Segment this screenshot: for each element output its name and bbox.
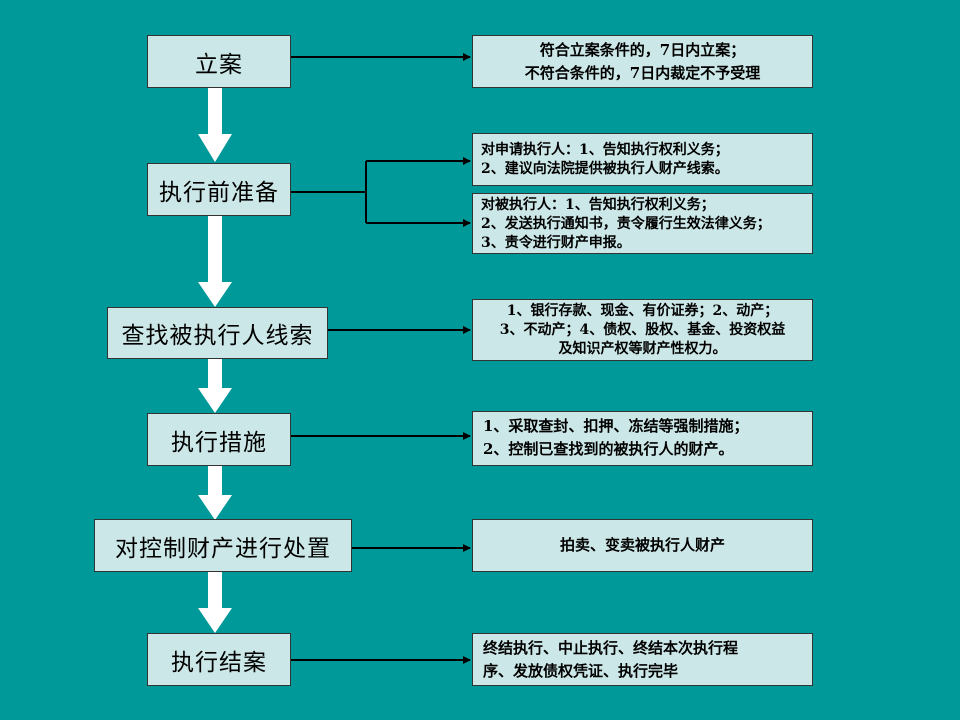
- note-closing-line-1: 终结执行、中止执行、终结本次执行程: [483, 639, 739, 657]
- stage-closing: 执行结案: [147, 633, 291, 686]
- stage-closing-label: 执行结案: [171, 649, 267, 676]
- note-prep-respondent-line-1: 对被执行人：1、告知执行权利义务；: [481, 197, 715, 213]
- note-filing-line-1: 符合立案条件的，7日内立案；: [539, 40, 746, 59]
- note-prep-respondent-line-3: 3、责令进行财产申报。: [481, 235, 631, 251]
- note-disposal-line-1: 拍卖、变卖被执行人财产: [559, 536, 725, 554]
- stage-preparation-label: 执行前准备: [159, 179, 279, 206]
- down-arrow-5: [198, 572, 232, 633]
- stage-disposal-label: 对控制财产进行处置: [115, 535, 331, 562]
- note-measures: 1、采取查封、扣押、冻结等强制措施； 2、控制已查找到的被执行人的财产。: [472, 411, 813, 466]
- right-connectors: [291, 53, 471, 664]
- note-clues-line-1: 1、银行存款、现金、有价证券；2、动产；: [506, 302, 779, 319]
- note-prep-respondent-line-2: 2、发送执行通知书，责令履行生效法律义务；: [481, 216, 771, 232]
- note-prep-applicant-line-1: 对申请执行人：1、告知执行权利义务；: [481, 142, 729, 158]
- note-measures-line-1: 1、采取查封、扣押、冻结等强制措施；: [483, 417, 749, 435]
- note-closing-line-2: 序、发放债权凭证、执行完毕: [483, 662, 679, 680]
- note-prep-applicant-line-2: 2、建议向法院提供被执行人财产线索。: [481, 161, 729, 177]
- down-arrows: [198, 88, 232, 633]
- stage-filing: 立案: [147, 35, 291, 88]
- note-clues-line-3: 及知识产权等财产性权力。: [558, 340, 727, 357]
- note-disposal: 拍卖、变卖被执行人财产: [472, 519, 813, 572]
- stage-find-clues-label: 查找被执行人线索: [121, 323, 314, 349]
- down-arrow-4: [198, 466, 232, 520]
- down-arrow-3: [198, 359, 232, 413]
- stage-disposal: 对控制财产进行处置: [94, 519, 352, 572]
- stage-filing-label: 立案: [195, 51, 243, 78]
- note-prep-respondent: 对被执行人：1、告知执行权利义务； 2、发送执行通知书，责令履行生效法律义务； …: [472, 193, 813, 254]
- note-closing: 终结执行、中止执行、终结本次执行程 序、发放债权凭证、执行完毕: [472, 633, 813, 686]
- stage-find-clues: 查找被执行人线索: [107, 307, 328, 359]
- stage-preparation: 执行前准备: [147, 163, 291, 216]
- note-measures-line-2: 2、控制已查找到的被执行人的财产。: [483, 440, 734, 458]
- down-arrow-2: [198, 216, 232, 307]
- stage-measures-label: 执行措施: [171, 429, 267, 456]
- note-clues: 1、银行存款、现金、有价证券；2、动产； 3、不动产；4、债权、股权、基金、投资…: [472, 299, 813, 361]
- down-arrow-1: [198, 88, 232, 162]
- note-filing-line-2: 不符合条件的，7日内裁定不予受理: [524, 63, 761, 82]
- note-clues-line-2: 3、不动产；4、债权、股权、基金、投资权益: [499, 321, 786, 338]
- note-prep-applicant: 对申请执行人：1、告知执行权利义务； 2、建议向法院提供被执行人财产线索。: [472, 133, 813, 186]
- note-filing: 符合立案条件的，7日内立案； 不符合条件的，7日内裁定不予受理: [472, 35, 813, 88]
- stage-measures: 执行措施: [147, 413, 291, 466]
